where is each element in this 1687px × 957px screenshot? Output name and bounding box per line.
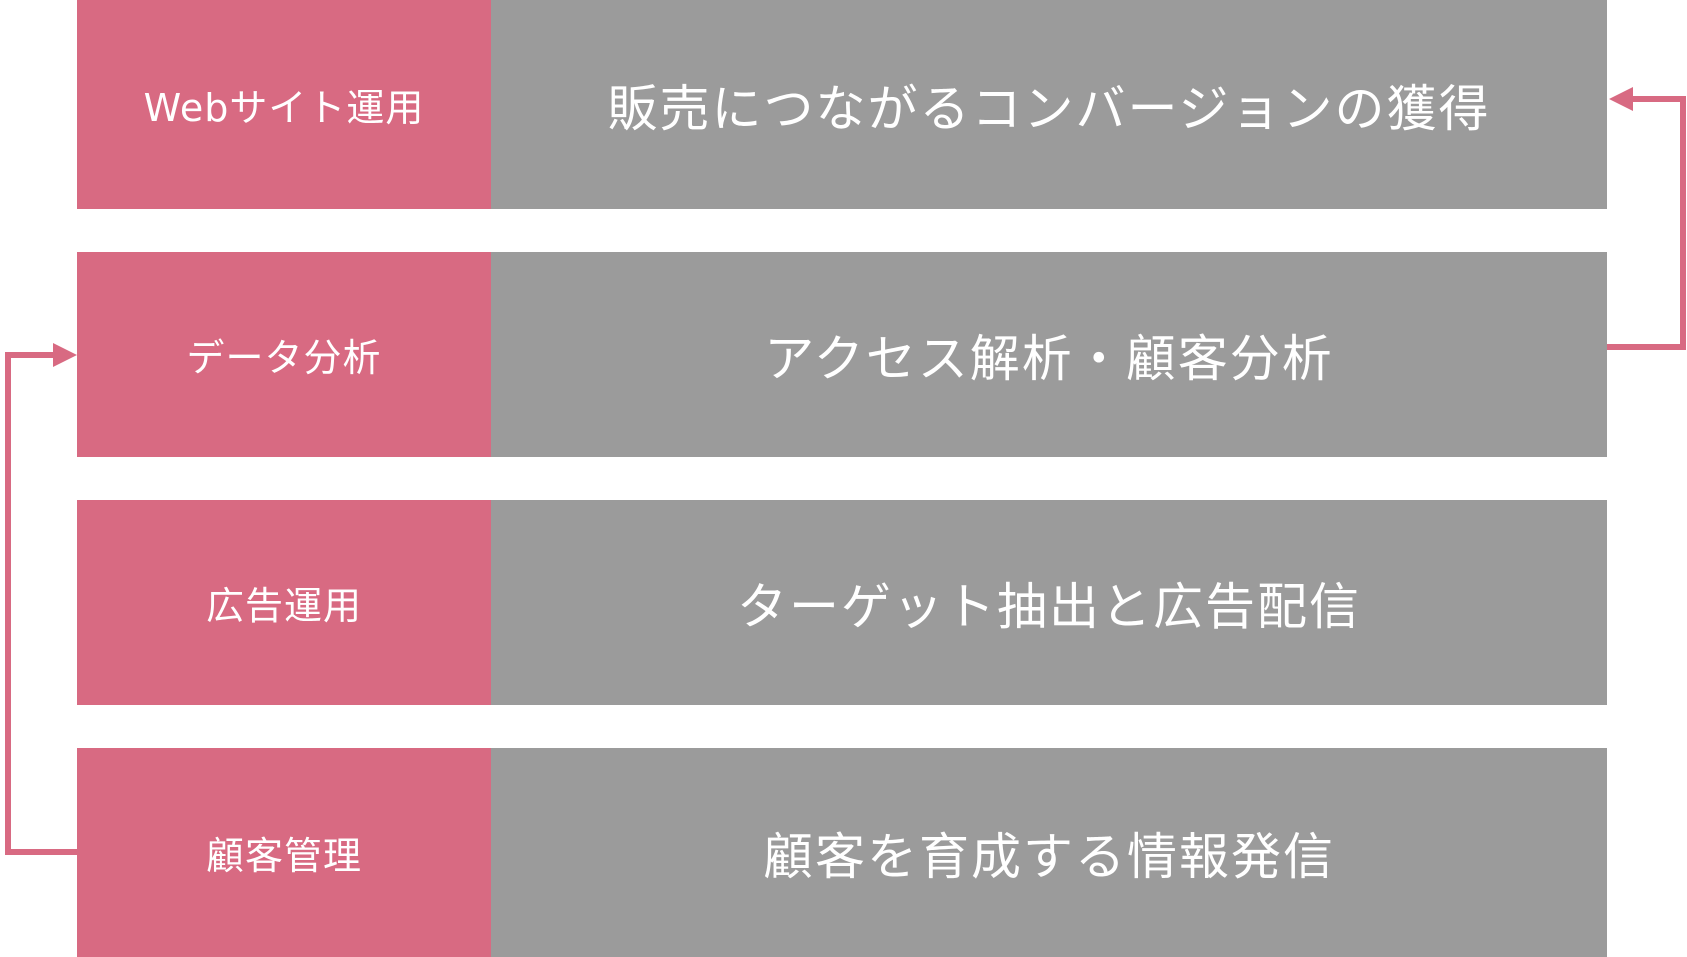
down-arrow-notch-2 <box>809 457 869 500</box>
arrowhead-left-loop-icon <box>53 343 77 367</box>
step-label: データ分析 <box>77 252 491 457</box>
step-description: 販売につながるコンバージョンの獲得 <box>491 0 1607 209</box>
loop-arrow-right <box>1607 96 1686 350</box>
step-description: ターゲット抽出と広告配信 <box>491 500 1607 705</box>
down-arrow-notch-3 <box>807 705 871 748</box>
step-label: 顧客管理 <box>77 748 491 957</box>
step-ad-operation: 広告運用 ターゲット抽出と広告配信 <box>77 500 1607 705</box>
arrowhead-right-loop-icon <box>1609 87 1633 111</box>
step-description: アクセス解析・顧客分析 <box>491 252 1607 457</box>
step-data-analysis: データ分析 アクセス解析・顧客分析 <box>77 252 1607 457</box>
down-arrow-notch-1 <box>809 209 869 252</box>
step-customer-management: 顧客管理 顧客を育成する情報発信 <box>77 748 1607 957</box>
step-label: Webサイト運用 <box>77 0 491 209</box>
loop-arrow-left <box>5 352 77 855</box>
step-website-operation: Webサイト運用 販売につながるコンバージョンの獲得 <box>77 0 1607 209</box>
step-label: 広告運用 <box>77 500 491 705</box>
step-description: 顧客を育成する情報発信 <box>491 748 1607 957</box>
